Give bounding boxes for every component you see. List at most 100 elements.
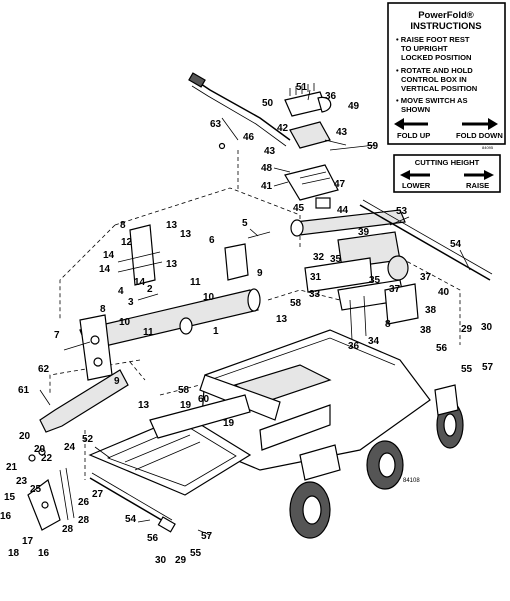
powerfold-instructions-decal: PowerFold® INSTRUCTIONS • RAISE FOOT RES…	[387, 2, 506, 150]
callout-54: 54	[125, 514, 137, 525]
callout-28: 28	[62, 524, 74, 535]
cable-tie	[221, 117, 239, 141]
powerfold-step1-line3: LOCKED POSITION	[401, 53, 471, 62]
callout-44: 44	[337, 205, 349, 216]
hinge-plate	[79, 314, 113, 381]
callout-10: 10	[119, 317, 131, 328]
callout-20: 20	[34, 444, 46, 455]
callout-23: 23	[16, 476, 28, 487]
callout-30: 30	[155, 555, 167, 566]
fold-up-arrow-icon	[394, 118, 428, 130]
callout-47: 47	[334, 179, 346, 190]
callout-56: 56	[147, 533, 159, 544]
callout-19: 19	[223, 418, 235, 429]
callout-24: 24	[64, 442, 76, 453]
callout-32: 32	[313, 252, 325, 263]
rod-bolts	[63, 231, 271, 351]
callout-2: 2	[147, 284, 153, 295]
callout-60: 60	[198, 394, 210, 405]
callout-22: 22	[41, 453, 53, 464]
callout-57: 57	[201, 531, 213, 542]
callout-39: 39	[358, 227, 370, 238]
callout-1: 1	[213, 326, 219, 337]
powerfold-code: 84095	[482, 145, 494, 150]
control-box-mount	[315, 197, 331, 209]
callout-19: 19	[180, 400, 192, 411]
powerfold-step1-line1: • RAISE FOOT REST	[396, 35, 470, 44]
callout-51: 51	[296, 82, 308, 93]
callout-31: 31	[310, 272, 322, 283]
callout-14: 14	[103, 250, 115, 261]
powerfold-step3-line1: • MOVE SWITCH AS	[396, 96, 468, 105]
callout-3: 3	[128, 297, 134, 308]
powerfold-title: PowerFold®	[418, 10, 474, 21]
powerfold-subtitle: INSTRUCTIONS	[410, 21, 481, 32]
left-pivot-bracket	[117, 224, 249, 286]
callout-61: 61	[18, 385, 30, 396]
callout-14: 14	[99, 264, 111, 275]
control-box-assembly	[188, 72, 339, 209]
callout-49: 49	[348, 101, 360, 112]
callout-12: 12	[121, 237, 133, 248]
callout-8: 8	[100, 304, 106, 315]
callout-16: 16	[38, 548, 50, 559]
callout-43: 43	[264, 146, 276, 157]
callout-43: 43	[336, 127, 348, 138]
callout-29: 29	[461, 324, 473, 335]
callout-13: 13	[180, 229, 192, 240]
callout-53: 53	[396, 206, 408, 217]
callout-48: 48	[261, 163, 273, 174]
callout-55: 55	[461, 364, 473, 375]
cutting-height-title: CUTTING HEIGHT	[415, 158, 480, 167]
callout-29: 29	[175, 555, 187, 566]
callout-13: 13	[138, 400, 150, 411]
fold-down-label: FOLD DOWN	[456, 131, 503, 140]
lift-arm	[39, 369, 129, 433]
leader-lines	[39, 89, 471, 536]
callout-17: 17	[22, 536, 34, 547]
lower-arrow-icon	[400, 170, 430, 180]
callout-62: 62	[38, 364, 50, 375]
callout-45: 45	[293, 203, 305, 214]
callout-9: 9	[114, 376, 120, 387]
foot-rest	[88, 394, 252, 496]
callout-8: 8	[120, 220, 126, 231]
powerfold-step2-line2: CONTROL BOX IN	[401, 75, 467, 84]
powerfold-step3-line2: SHOWN	[401, 105, 430, 114]
callout-46: 46	[243, 132, 255, 143]
callout-30: 30	[481, 322, 493, 333]
callout-11: 11	[143, 327, 154, 338]
callout-11: 11	[190, 277, 201, 288]
fold-down-arrow-icon	[462, 118, 498, 130]
powerfold-step2-line3: VERTICAL POSITION	[401, 84, 477, 93]
front-right-caster-wheel	[366, 440, 404, 490]
callout-18: 18	[8, 548, 20, 559]
callout-21: 21	[6, 462, 18, 473]
callout-41: 41	[261, 181, 273, 192]
callout-37: 37	[389, 284, 401, 295]
powerfold-step1-line2: TO UPRIGHT	[401, 44, 448, 53]
callout-37: 37	[420, 272, 432, 283]
callout-42: 42	[277, 123, 289, 134]
callout-26: 26	[78, 497, 90, 508]
callout-50: 50	[262, 98, 274, 109]
switch-knob	[317, 96, 332, 113]
callout-36: 36	[325, 91, 337, 102]
callout-55: 55	[190, 548, 202, 559]
front-left-caster-wheel	[289, 481, 331, 539]
switch-plate	[289, 121, 331, 149]
callout-58: 58	[178, 385, 190, 396]
callout-58: 58	[290, 298, 302, 309]
callout-54: 54	[450, 239, 462, 250]
callout-20: 20	[19, 431, 31, 442]
callout-13: 13	[276, 314, 288, 325]
lower-label: LOWER	[402, 181, 431, 190]
callout-40: 40	[438, 287, 450, 298]
callout-57: 57	[482, 362, 494, 373]
callout-27: 27	[92, 489, 104, 500]
side-plate	[27, 479, 61, 531]
callout-5: 5	[242, 218, 248, 229]
callout-10: 10	[203, 292, 215, 303]
wire-harness	[188, 72, 291, 147]
